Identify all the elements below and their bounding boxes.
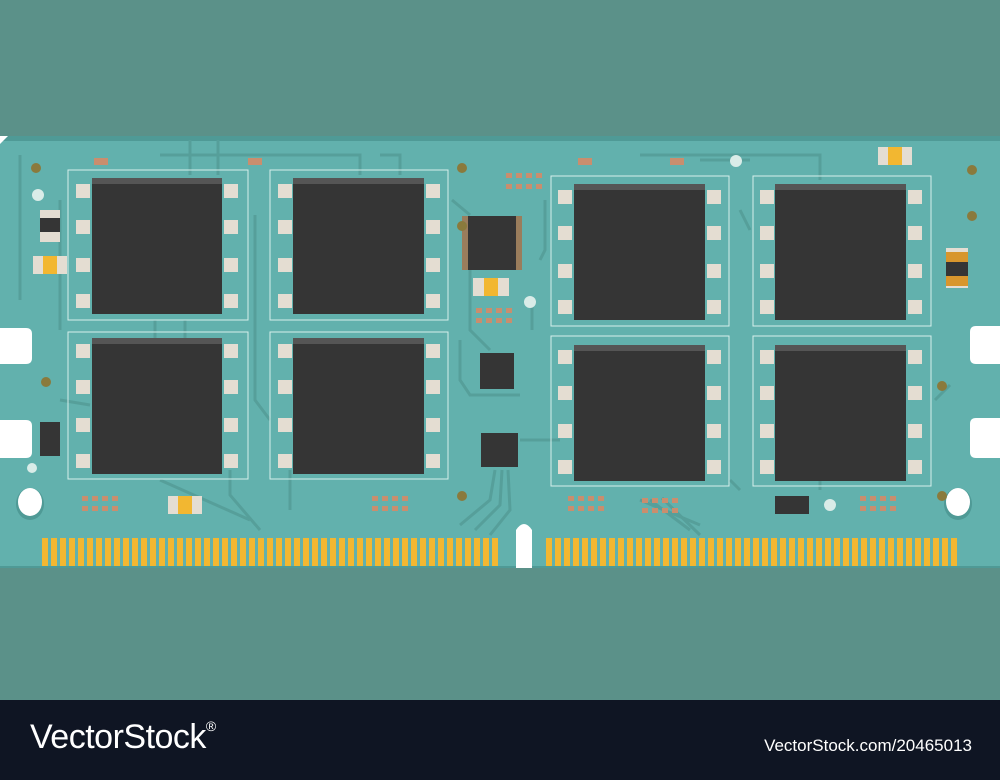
image-id-text: VectorStock.com/20465013 [764, 736, 972, 755]
memory-chips [76, 178, 922, 481]
ram-chip-icon [278, 178, 440, 314]
vectorstock-logo: VectorStock® [30, 718, 216, 757]
mounting-hole-left [18, 488, 42, 516]
brand-registered-mark: ® [205, 718, 216, 734]
ram-chip-icon [558, 184, 721, 320]
right-notch-bottom [970, 418, 1000, 458]
ram-chip-icon [278, 338, 440, 474]
key-notch [516, 524, 532, 568]
ram-chip-icon [760, 184, 922, 320]
left-notch-top [0, 328, 32, 364]
center-components [27, 147, 977, 514]
gold-contacts [42, 538, 957, 566]
ram-module-illustration [0, 136, 1000, 568]
ram-chip-icon [76, 338, 238, 474]
watermark-bar: VectorStock® VectorStock.com/20465013 [0, 700, 1000, 780]
brand-name: VectorStock [30, 718, 206, 756]
circuit-traces [18, 140, 952, 537]
left-notch-bottom [0, 420, 32, 458]
ram-chip-icon [558, 345, 721, 481]
mounting-hole-right [946, 488, 970, 516]
ram-chip-icon [760, 345, 922, 481]
ram-chip-icon [76, 178, 238, 314]
right-notch-top [970, 326, 1000, 364]
chip-outlines [67, 169, 932, 487]
